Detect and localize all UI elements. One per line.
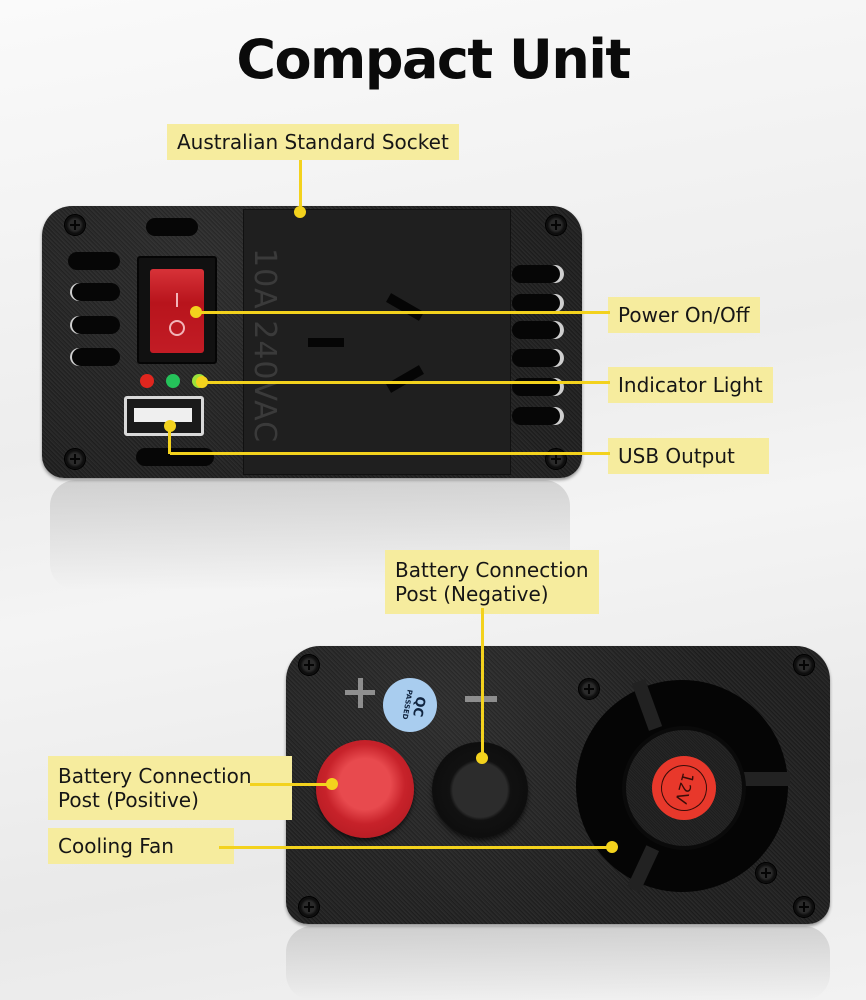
screw-icon <box>793 896 815 918</box>
vent-slot <box>70 316 120 334</box>
callout-australian-socket: Australian Standard Socket <box>167 124 459 160</box>
screw-icon <box>545 214 567 236</box>
plus-icon-vertical <box>358 678 363 708</box>
callout-line <box>250 783 332 786</box>
callout-dot <box>476 752 488 764</box>
callout-dot <box>326 778 338 790</box>
vent-slot <box>512 265 564 283</box>
callout-dot <box>190 306 202 318</box>
usb-tongue <box>134 408 192 422</box>
callout-dot <box>294 206 306 218</box>
switch-on-symbol <box>176 293 178 307</box>
screw-icon <box>793 654 815 676</box>
screw-icon <box>298 654 320 676</box>
page-title: Compact Unit <box>236 28 631 91</box>
callout-usb-output: USB Output <box>608 438 769 474</box>
callout-line <box>194 311 610 314</box>
vent-slot <box>146 218 198 236</box>
callout-dot <box>164 420 176 432</box>
callout-dot <box>196 376 208 388</box>
callout-positive-post: Battery Connection Post (Positive) <box>48 756 292 820</box>
vent-slot <box>68 252 120 270</box>
callout-power-on-off: Power On/Off <box>608 297 760 333</box>
vent-slot <box>512 349 564 367</box>
callout-cooling-fan: Cooling Fan <box>48 828 234 864</box>
callout-dot <box>606 841 618 853</box>
ac-socket[interactable] <box>243 209 511 475</box>
voltage-badge: 12V <box>652 756 716 820</box>
callout-line <box>299 160 302 210</box>
callout-line <box>170 452 610 455</box>
callout-line <box>204 381 610 384</box>
callout-negative-post: Battery Connection Post (Negative) <box>385 550 599 614</box>
fan-spoke <box>738 772 790 786</box>
callout-line <box>168 425 171 454</box>
screw-icon <box>578 678 600 700</box>
socket-rating: 10A 240VAC <box>247 248 282 444</box>
screw-icon <box>755 862 777 884</box>
screw-icon <box>64 214 86 236</box>
vent-slot <box>70 348 120 366</box>
switch-off-symbol <box>169 320 185 336</box>
rear-panel-reflection <box>286 926 830 1000</box>
callout-line <box>481 608 484 756</box>
socket-earth-pin <box>308 338 344 347</box>
vent-slot <box>136 448 214 466</box>
vent-slot <box>512 294 564 312</box>
indicator-led-red <box>140 374 154 388</box>
callout-indicator-light: Indicator Light <box>608 367 773 403</box>
callout-line <box>219 846 613 849</box>
screw-icon <box>298 896 320 918</box>
vent-slot <box>512 407 564 425</box>
indicator-led-green <box>166 374 180 388</box>
screw-icon <box>64 448 86 470</box>
vent-slot <box>70 283 120 301</box>
vent-slot <box>512 321 564 339</box>
